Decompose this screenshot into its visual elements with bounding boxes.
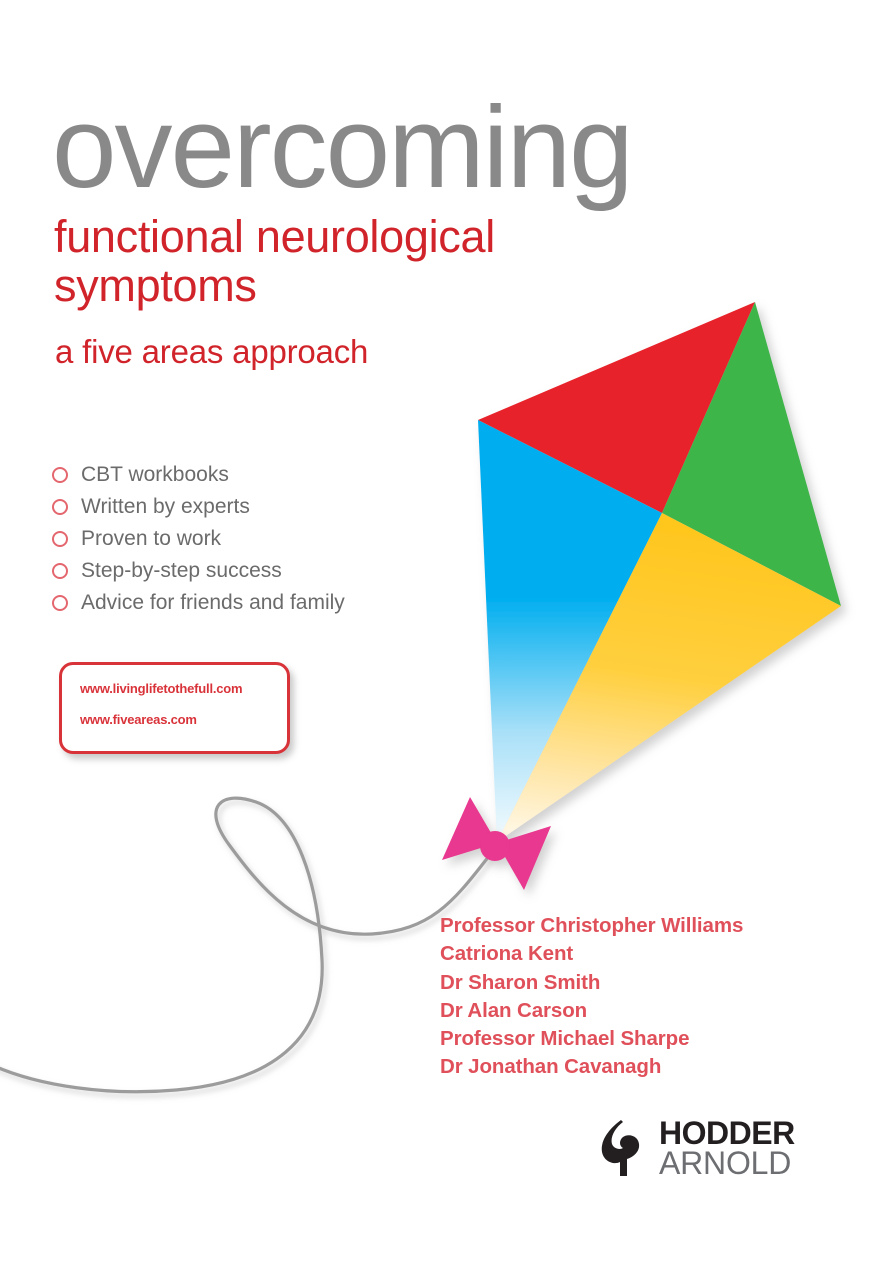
author-name: Professor Christopher Williams: [440, 914, 744, 937]
publisher-wordmark: HODDER ARNOLD: [659, 1115, 795, 1182]
author-name: Catriona Kent: [440, 942, 574, 966]
publisher-name-bold: HODDER: [659, 1115, 795, 1151]
bow-knot: [480, 831, 510, 861]
hodder-swoosh-icon: [601, 1120, 640, 1177]
author-name: Dr Jonathan Cavanagh: [440, 1055, 662, 1079]
kite-bow: [442, 797, 551, 890]
list-item: Proven to work: [52, 528, 345, 549]
kite-blue-panel: [478, 420, 662, 842]
publisher-logo: HODDER ARNOLD: [598, 1115, 795, 1182]
website-callout-box: www.livinglifetothefull.com www.fivearea…: [59, 662, 290, 754]
list-item: Advice for friends and family: [52, 592, 345, 613]
kite-yellow-panel: [497, 513, 841, 842]
author-list: Professor Christopher Williams Catriona …: [440, 912, 743, 1082]
list-item: Step-by-step success: [52, 560, 345, 581]
feature-list: CBT workbooks Written by experts Proven …: [52, 464, 345, 624]
feature-label: CBT workbooks: [81, 463, 229, 486]
bullet-circle-icon: [52, 594, 68, 611]
author-name: Dr Alan Carson: [440, 998, 588, 1022]
feature-label: Advice for friends and family: [81, 591, 345, 614]
list-item: CBT workbooks: [52, 464, 345, 485]
book-title-line-2: symptoms: [54, 259, 257, 311]
author-name: Dr Sharon Smith: [440, 970, 601, 994]
book-tagline: a five areas approach: [55, 332, 369, 370]
website-link-primary[interactable]: www.livinglifetothefull.com: [80, 681, 243, 696]
list-item: Written by experts: [52, 496, 345, 517]
book-title-line-1: functional neurological: [54, 211, 495, 263]
bullet-circle-icon: [52, 466, 68, 483]
title-block: overcoming functional neurological sympt…: [52, 82, 852, 370]
website-link-secondary[interactable]: www.fiveareas.com: [80, 712, 197, 727]
bow-right-wing: [497, 826, 551, 890]
book-title: functional neurological symptoms: [54, 213, 674, 309]
publisher-name-light: ARNOLD: [659, 1145, 792, 1182]
bow-left-wing: [442, 797, 497, 860]
feature-label: Proven to work: [81, 527, 222, 550]
bullet-circle-icon: [52, 530, 68, 547]
bullet-circle-icon: [52, 562, 68, 579]
kite-string-path: [0, 796, 491, 1094]
bullet-circle-icon: [52, 498, 68, 515]
feature-label: Step-by-step success: [81, 559, 282, 582]
author-name: Professor Michael Sharpe: [440, 1027, 690, 1051]
feature-label: Written by experts: [81, 495, 250, 518]
series-title: overcoming: [52, 82, 634, 212]
